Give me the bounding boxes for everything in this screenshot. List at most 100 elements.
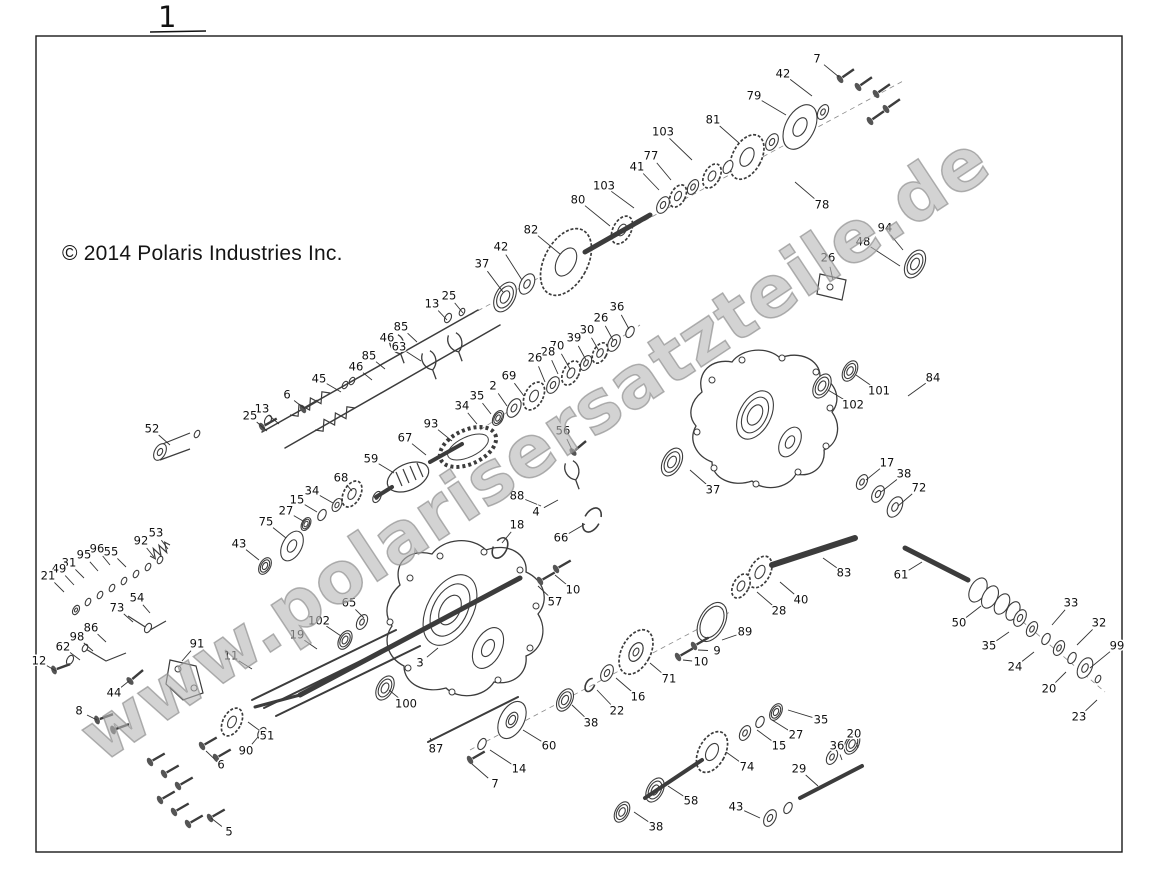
leader-line [611, 190, 635, 209]
leader-line [908, 561, 923, 571]
part-number-label: 90 [239, 744, 254, 758]
washer [84, 597, 92, 607]
leader-line [543, 499, 559, 509]
bolt-shank [471, 750, 486, 760]
bolt-head [198, 741, 206, 751]
bearing-race [615, 803, 629, 821]
bolt-head [174, 781, 182, 791]
leader-line [865, 468, 881, 481]
leader-line [870, 246, 901, 267]
part-number-label: 55 [104, 545, 119, 559]
part-number-label: 31 [62, 556, 77, 570]
part-number-label: 72 [912, 481, 927, 495]
part-number-label: 20 [1042, 682, 1057, 696]
bolt [212, 748, 232, 763]
leader-line [568, 523, 586, 534]
part-number-label: 28 [772, 604, 787, 618]
bolt-head [552, 564, 560, 574]
part-number-label: 77 [644, 149, 659, 163]
leader-line [697, 649, 709, 651]
bolt-hole [826, 283, 834, 291]
bolt-head [206, 813, 214, 823]
part-number-label: 36 [610, 300, 625, 314]
bearing-race [843, 362, 857, 380]
part-number-label: 19 [290, 628, 305, 642]
leader-line [346, 484, 353, 492]
part-callout-85: 85 [360, 347, 386, 370]
bolt-shank [151, 752, 166, 762]
part-number-label: 27 [279, 504, 294, 518]
leader-line [467, 412, 478, 425]
part-number-label: 100 [395, 697, 417, 711]
part-number-label: 9 [713, 644, 720, 658]
part-number-label: 93 [424, 417, 439, 431]
part-callout-35: 35 [980, 631, 1010, 654]
bore [746, 404, 764, 426]
shift-fork [447, 332, 463, 362]
bolt-hole [404, 664, 412, 672]
leader-line [375, 361, 386, 370]
part-callout-39: 39 [565, 329, 587, 361]
bolt-hole [494, 676, 502, 684]
part-number-label: 36 [830, 739, 845, 753]
bolt-head [156, 795, 164, 805]
part-number-label: 23 [1072, 710, 1087, 724]
bolt [174, 776, 194, 791]
leader-line [161, 539, 169, 550]
bolt-head [146, 757, 154, 767]
part-number-label: 71 [662, 672, 677, 686]
leader-line [437, 429, 453, 442]
part-number-label: 52 [145, 422, 160, 436]
bore [499, 290, 511, 304]
spring [149, 541, 171, 560]
part-number-label: 80 [571, 193, 586, 207]
leader-line [829, 266, 834, 281]
bearing-race [814, 376, 830, 396]
leader-line [497, 393, 508, 407]
part-number-label: 35 [982, 639, 997, 653]
washer [317, 508, 327, 522]
part-number-label: 60 [542, 739, 557, 753]
leader-line [471, 763, 489, 779]
leader-line [406, 351, 422, 362]
part-callout-15: 15 [288, 491, 318, 513]
part-callout-40: 40 [779, 581, 810, 608]
part-number-label: 57 [548, 595, 563, 609]
part-number-label: 68 [334, 471, 349, 485]
bore [610, 338, 618, 348]
leader-line [890, 234, 904, 251]
washer [96, 590, 104, 600]
part-callout-91: 91 [181, 635, 206, 662]
leader-line [304, 639, 318, 650]
bolt [836, 68, 855, 84]
bore [603, 668, 611, 678]
leader-line [805, 774, 819, 787]
leader-line [142, 604, 151, 614]
washer [143, 622, 153, 634]
part-number-label: 18 [510, 518, 525, 532]
leader-line [429, 737, 433, 742]
part-number-label: 37 [475, 257, 490, 271]
shaft [428, 442, 464, 464]
bearing-race [339, 632, 351, 648]
part-callout-16: 16 [615, 677, 647, 705]
leader-line [897, 493, 913, 507]
part-number-label: 20 [847, 727, 862, 741]
leader-line [482, 402, 492, 415]
part-callout-51: 51 [247, 721, 276, 744]
part-number-label: 65 [342, 596, 357, 610]
part-number-label: 29 [792, 762, 807, 776]
bore [690, 183, 696, 191]
part-callout-28: 28 [756, 591, 788, 619]
snap-ring [581, 507, 603, 533]
gear-bore [754, 564, 766, 580]
part-number-label: 78 [815, 198, 830, 212]
part-callout-10: 10 [682, 653, 710, 670]
bolt [872, 83, 891, 99]
figure-number-underline [149, 30, 207, 33]
part-number-label: 79 [747, 89, 762, 103]
bolt-hole [822, 442, 830, 450]
part-callout-49: 49 [50, 560, 75, 586]
shaft [275, 645, 421, 717]
bolt [466, 750, 486, 765]
